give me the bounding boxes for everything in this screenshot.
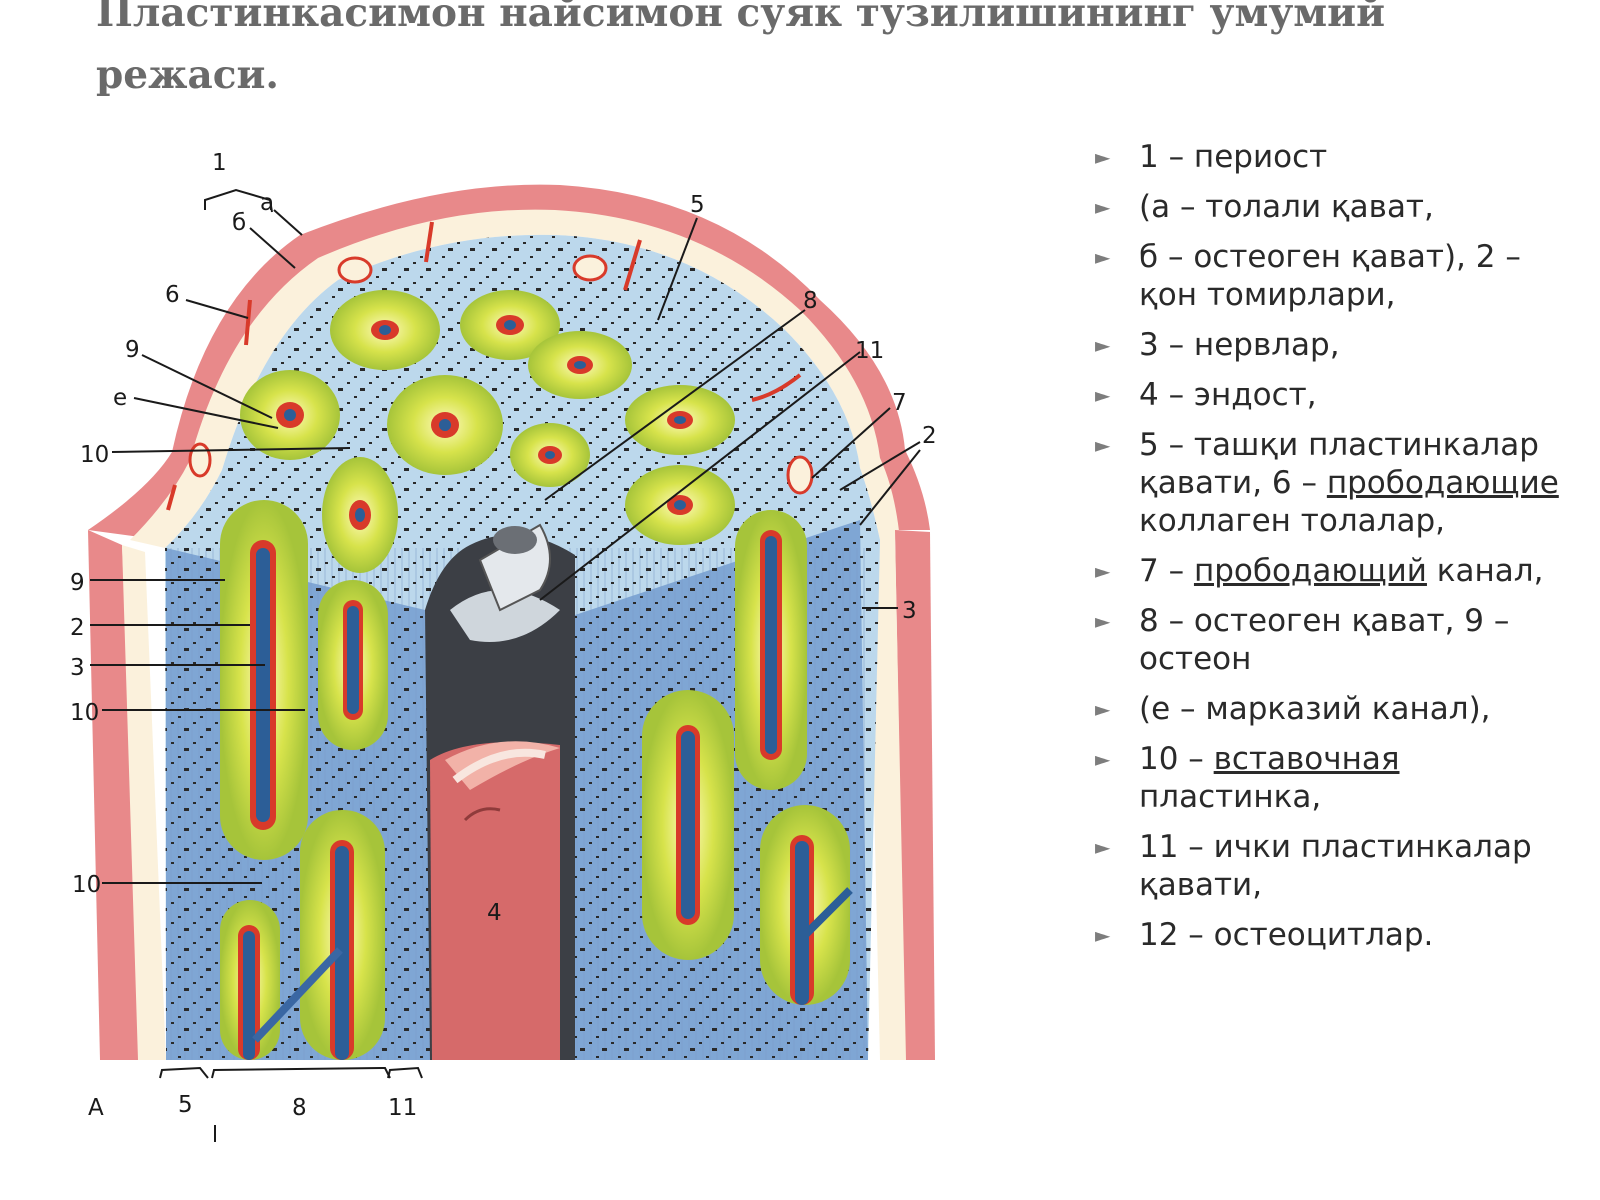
legend-item: ►1 – периост (1095, 139, 1328, 175)
label-2-right: 2 (922, 423, 937, 449)
label-11-top: 11 (855, 338, 884, 364)
label-A: А (88, 1095, 104, 1121)
legend-item: ►12 – остеоцитлар. (1095, 917, 1434, 953)
legend-item: ►10 – вставочная пластинка, (1095, 741, 1400, 815)
bullet-icon: ► (1095, 609, 1111, 633)
label-7: 7 (892, 390, 907, 416)
legend-list: ►1 – периост ►(а – толали қават, ►б – ос… (1095, 138, 1565, 966)
legend-item: ►4 – эндост, (1095, 377, 1317, 413)
leader-lines (90, 188, 921, 1079)
bullet-icon: ► (1095, 433, 1111, 457)
periosteum (88, 184, 935, 1060)
legend-item: ►11 – ички пластинкалар қавати, (1095, 829, 1532, 903)
legend-item: ►7 – прободающий канал, (1095, 553, 1544, 589)
bullet-icon: ► (1095, 195, 1111, 219)
label-9-top: 9 (125, 337, 140, 363)
label-2-left: 2 (70, 615, 85, 641)
label-10-a: 10 (80, 442, 109, 468)
legend-item: ►3 – нервлар, (1095, 327, 1340, 363)
bullet-icon: ► (1095, 145, 1111, 169)
legend-item: ►5 – ташқи пластинкалар қавати, 6 – проб… (1095, 427, 1559, 539)
bullet-icon: ► (1095, 245, 1111, 269)
bullet-icon: ► (1095, 559, 1111, 583)
bullet-icon: ► (1095, 697, 1111, 721)
label-8-top: 8 (803, 288, 818, 314)
osteons-longitudinal (220, 500, 853, 1060)
legend-item: ►б – остеоген қават), 2 – қон томирлари, (1095, 239, 1521, 313)
label-9-left: 9 (70, 570, 85, 596)
label-11-bottom: 11 (388, 1095, 417, 1121)
label-3-right: 3 (902, 598, 917, 624)
bullet-icon: ► (1095, 747, 1111, 771)
label-4: 4 (487, 900, 502, 926)
bullet-icon: ► (1095, 835, 1111, 859)
bullet-icon: ► (1095, 923, 1111, 947)
bullet-icon: ► (1095, 333, 1111, 357)
label-5-bottom: 5 (178, 1092, 193, 1118)
perforating-fibers (166, 221, 802, 511)
bone-structure-diagram: 1 а б 5 6 8 9 11 е 7 10 2 9 2 3 3 10 10 … (60, 135, 1020, 1175)
label-1: 1 (212, 150, 227, 176)
bullet-icon: ► (1095, 383, 1111, 407)
blood-vessel-large (430, 741, 560, 1060)
legend-item: ►8 – остеоген қават, 9 – остеон (1095, 603, 1510, 677)
label-10-c: 10 (72, 872, 101, 898)
slide-title: Пластинкасимон найсимон суяк тузилишинин… (96, 0, 1386, 98)
legend-item: ►(е – марказий канал), (1095, 691, 1491, 727)
label-5-top: 5 (690, 192, 705, 218)
label-a: а (260, 190, 274, 216)
label-6: 6 (165, 282, 180, 308)
label-8-bottom: 8 (292, 1095, 307, 1121)
label-e: е (113, 385, 127, 411)
legend-item: ►(а – толали қават, (1095, 189, 1434, 225)
label-10-b: 10 (70, 700, 99, 726)
osteons-cross-section (188, 254, 814, 573)
label-b: б (232, 210, 246, 236)
label-3-left: 3 (70, 655, 85, 681)
